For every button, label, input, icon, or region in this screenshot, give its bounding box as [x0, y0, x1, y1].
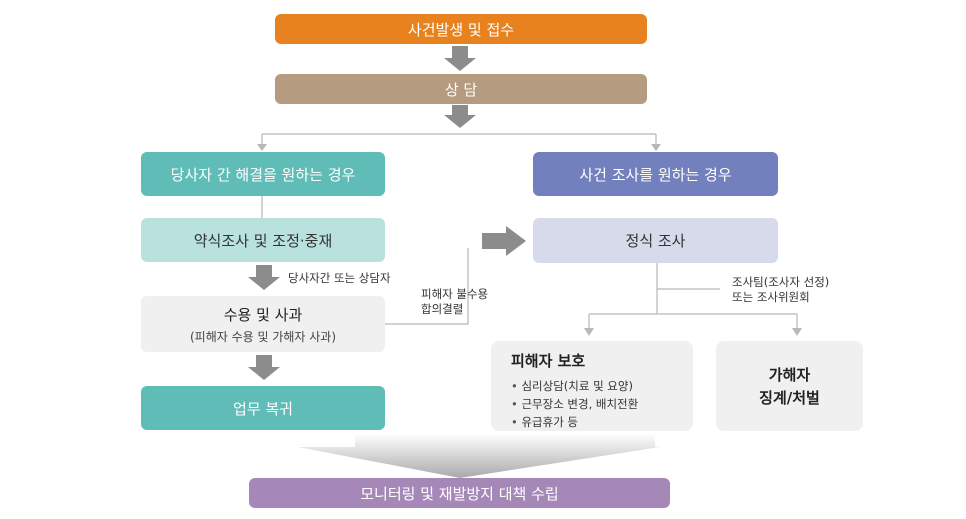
rejected-label: 피해자 불수용 합의결렬	[421, 287, 488, 317]
arrowhead-left	[257, 144, 267, 151]
victim-protection-item: 심리상담(치료 및 요양)	[511, 377, 693, 395]
arrow-consult-to-branch	[444, 105, 476, 128]
line-accept-to-formal	[385, 248, 469, 325]
discipline-line1: 가해자	[768, 366, 811, 384]
victim-protection-item: 근무장소 변경, 배치전환	[511, 395, 693, 413]
return-label: 업무 복귀	[233, 399, 293, 418]
formal-investigation-label: 정식 조사	[625, 232, 686, 250]
funnel-arrow	[298, 434, 660, 478]
arrow-occurrence-to-consult	[444, 46, 476, 71]
informal-investigation-label: 약식조사 및 조정·중재	[193, 231, 333, 250]
monitoring-box: 모니터링 및 재발방지 대책 수립	[249, 478, 670, 508]
victim-protection-list: 심리상담(치료 및 요양) 근무장소 변경, 배치전환 유급휴가 등	[511, 377, 693, 431]
arrow-to-formal	[482, 226, 526, 256]
investigation-wanted-label: 사건 조사를 원하는 경우	[579, 165, 732, 184]
informal-investigation-box: 약식조사 및 조정·중재	[141, 218, 385, 262]
victim-protection-item: 유급휴가 등	[511, 413, 693, 431]
between-parties-label: 당사자간 또는 상담자	[288, 271, 391, 285]
accept-label: 수용 및 사과	[223, 305, 303, 324]
arrowhead-protect	[584, 328, 594, 336]
discipline-line2: 징계/처벌	[759, 389, 820, 407]
victim-protection-box: 피해자 보호 심리상담(치료 및 요양) 근무장소 변경, 배치전환 유급휴가 …	[491, 341, 693, 431]
investigation-team-label: 조사팀(조사자 선정) 또는 조사위원회	[732, 275, 829, 305]
consult-label: 상 담	[444, 80, 478, 99]
consult-box: 상 담	[275, 74, 647, 104]
monitoring-label: 모니터링 및 재발방지 대책 수립	[360, 484, 559, 503]
arrowhead-discipline	[792, 328, 802, 336]
rejected-line2: 합의결렬	[421, 302, 464, 316]
team-line2: 또는 조사위원회	[732, 290, 810, 304]
victim-protection-title: 피해자 보호	[511, 352, 586, 370]
mutual-resolution-label: 당사자 간 해결을 원하는 경우	[170, 165, 356, 184]
formal-investigation-box: 정식 조사	[533, 218, 778, 263]
rejected-line1: 피해자 불수용	[421, 287, 489, 301]
discipline-box: 가해자 징계/처벌	[716, 341, 863, 431]
arrow-informal-to-accept	[248, 265, 280, 290]
arrow-accept-to-return	[248, 355, 280, 380]
mutual-resolution-box: 당사자 간 해결을 원하는 경우	[141, 152, 385, 196]
team-line1: 조사팀(조사자 선정)	[732, 275, 830, 289]
accept-box: 수용 및 사과 (피해자 수용 및 가해자 사과)	[141, 296, 385, 352]
arrowhead-right	[651, 144, 661, 151]
occurrence-box: 사건발생 및 접수	[275, 14, 647, 44]
return-box: 업무 복귀	[141, 386, 385, 430]
accept-sublabel: (피해자 수용 및 가해자 사과)	[189, 329, 337, 344]
occurrence-label: 사건발생 및 접수	[407, 20, 515, 39]
investigation-wanted-box: 사건 조사를 원하는 경우	[533, 152, 778, 196]
